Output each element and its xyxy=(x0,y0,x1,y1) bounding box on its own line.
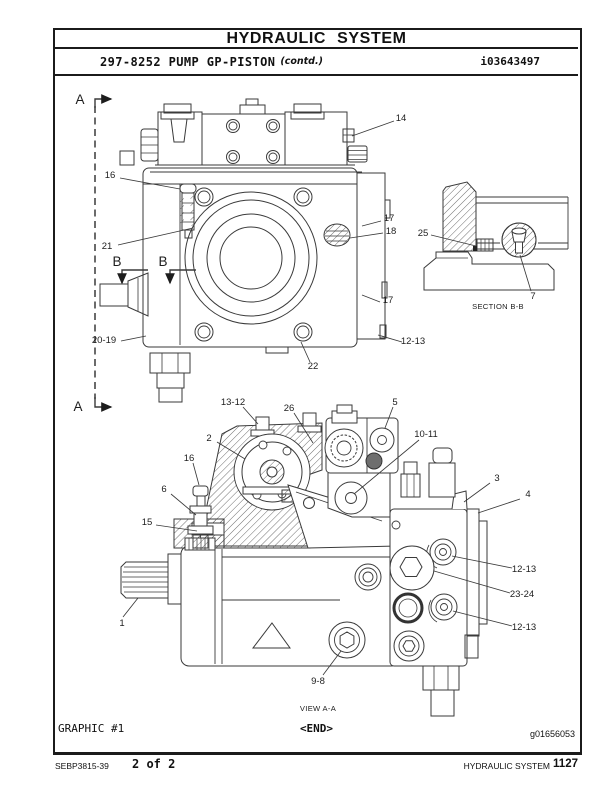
view-aa-label: VIEW A-A xyxy=(300,704,337,713)
callout-label: 26 xyxy=(284,403,295,414)
callout-label: 12-13 xyxy=(512,622,536,633)
graphic-id: g01656053 xyxy=(529,729,575,739)
callout-label: 16 xyxy=(184,453,195,464)
callout-label: 1 xyxy=(119,618,124,629)
page-border xyxy=(53,28,582,755)
figure-section-bb: 25 7 SECTION B-B xyxy=(418,181,569,311)
callout-label: 2 xyxy=(206,433,211,444)
callout-label: 6 xyxy=(161,484,166,495)
callout-label: 25 xyxy=(418,228,429,239)
document-subtitle: 297-8252 PUMP GP-PISTON (contd.) i036434… xyxy=(55,49,578,76)
callout-label: 18 xyxy=(386,226,397,237)
leader-lines xyxy=(122,406,521,676)
callout-label: 12-13 xyxy=(512,564,536,575)
callout-label: 21 xyxy=(102,241,113,252)
part-number-title: 297-8252 PUMP GP-PISTON xyxy=(100,54,276,69)
page-count: 2 of 2 xyxy=(132,757,176,771)
callout-label: 15 xyxy=(142,517,153,528)
graphic-number-label: GRAPHIC #1 xyxy=(58,722,125,735)
section-arrow-label-b-left: B xyxy=(112,254,121,269)
section-arrow-label-b-right: B xyxy=(158,254,167,269)
end-marker: <END> xyxy=(299,722,334,735)
callout-label: 17 xyxy=(383,295,394,306)
contd-note: (contd.) xyxy=(280,56,323,67)
cut-label-a-top: A xyxy=(75,92,84,107)
page-footer: SEBP3815-39 2 of 2 HYDRAULIC SYSTEM 1127 xyxy=(0,756,612,780)
graphic-footer: GRAPHIC #1 <END> g01656053 xyxy=(55,718,578,750)
callout-label: 12-13 xyxy=(401,336,425,347)
manual-code: SEBP3815-39 xyxy=(55,761,109,771)
footer-section-title: HYDRAULIC SYSTEM xyxy=(463,761,550,771)
page-number: 1127 xyxy=(553,758,578,770)
page-title: HYDRAULIC SYSTEM xyxy=(55,30,578,49)
media-id: i03643497 xyxy=(480,55,540,68)
figure-front-view: A A B B 14 16 21 17 18 17 20-19 12-13 22 xyxy=(73,92,425,414)
plug-18 xyxy=(323,223,351,247)
callout-label: 9-8 xyxy=(311,676,325,687)
callout-label: 4 xyxy=(525,489,530,500)
callout-label: 20-19 xyxy=(92,335,116,346)
callout-label: 5 xyxy=(392,397,397,408)
leader-lines xyxy=(117,120,403,363)
callout-label: 22 xyxy=(308,361,319,372)
callout-label: 3 xyxy=(494,473,499,484)
section-bb-label: SECTION B-B xyxy=(472,302,524,311)
callout-label: 10-11 xyxy=(414,429,438,440)
cut-label-a-bottom: A xyxy=(73,399,82,414)
callout-label: 16 xyxy=(105,170,116,181)
callout-label: 23-24 xyxy=(510,589,534,600)
callout-label: 13-12 xyxy=(221,397,245,408)
callout-label: 7 xyxy=(530,291,535,302)
page-title-text: HYDRAULIC SYSTEM xyxy=(226,29,407,47)
callout-label: 17 xyxy=(384,213,395,224)
callout-label: 14 xyxy=(396,113,407,124)
figure-view-aa: 13-12 26 5 2 10-11 16 6 15 1 3 4 12-13 2… xyxy=(119,397,536,717)
